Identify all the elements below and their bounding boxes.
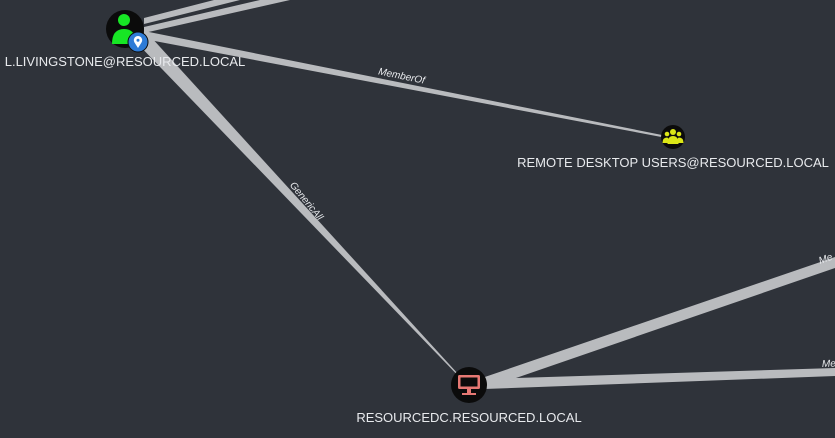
node-label-group: REMOTE DESKTOP USERS@RESOURCED.LOCAL [517, 155, 829, 170]
users-group-icon [662, 129, 684, 144]
edge-line [144, 31, 672, 139]
edge-line [144, 0, 240, 24]
edge-line [476, 257, 835, 390]
node-group-remote-desktop-users[interactable]: REMOTE DESKTOP USERS@RESOURCED.LOCAL [517, 125, 829, 170]
node-computer-resourcedc[interactable]: RESOURCEDC.RESOURCED.LOCAL [356, 367, 582, 425]
edge-line [134, 36, 469, 386]
edge-user-offscreen-top[interactable] [144, 0, 290, 33]
map-pin-icon [127, 31, 149, 53]
edge-computer-offscreen-right-2[interactable]: Me [484, 359, 835, 389]
edge-computer-offscreen-right-1[interactable]: Me [476, 252, 835, 390]
edge-line [144, 0, 290, 33]
node-user-livingstone[interactable]: L.LIVINGSTONE@RESOURCED.LOCAL [5, 10, 246, 69]
edge-label-offscreen-right-2: Me [822, 359, 835, 370]
node-label-user: L.LIVINGSTONE@RESOURCED.LOCAL [5, 54, 246, 69]
node-label-computer: RESOURCEDC.RESOURCED.LOCAL [356, 410, 581, 425]
edge-line [484, 368, 835, 389]
edge-label-offscreen-right-1: Me [817, 252, 834, 267]
desktop-computer-icon [458, 375, 480, 395]
